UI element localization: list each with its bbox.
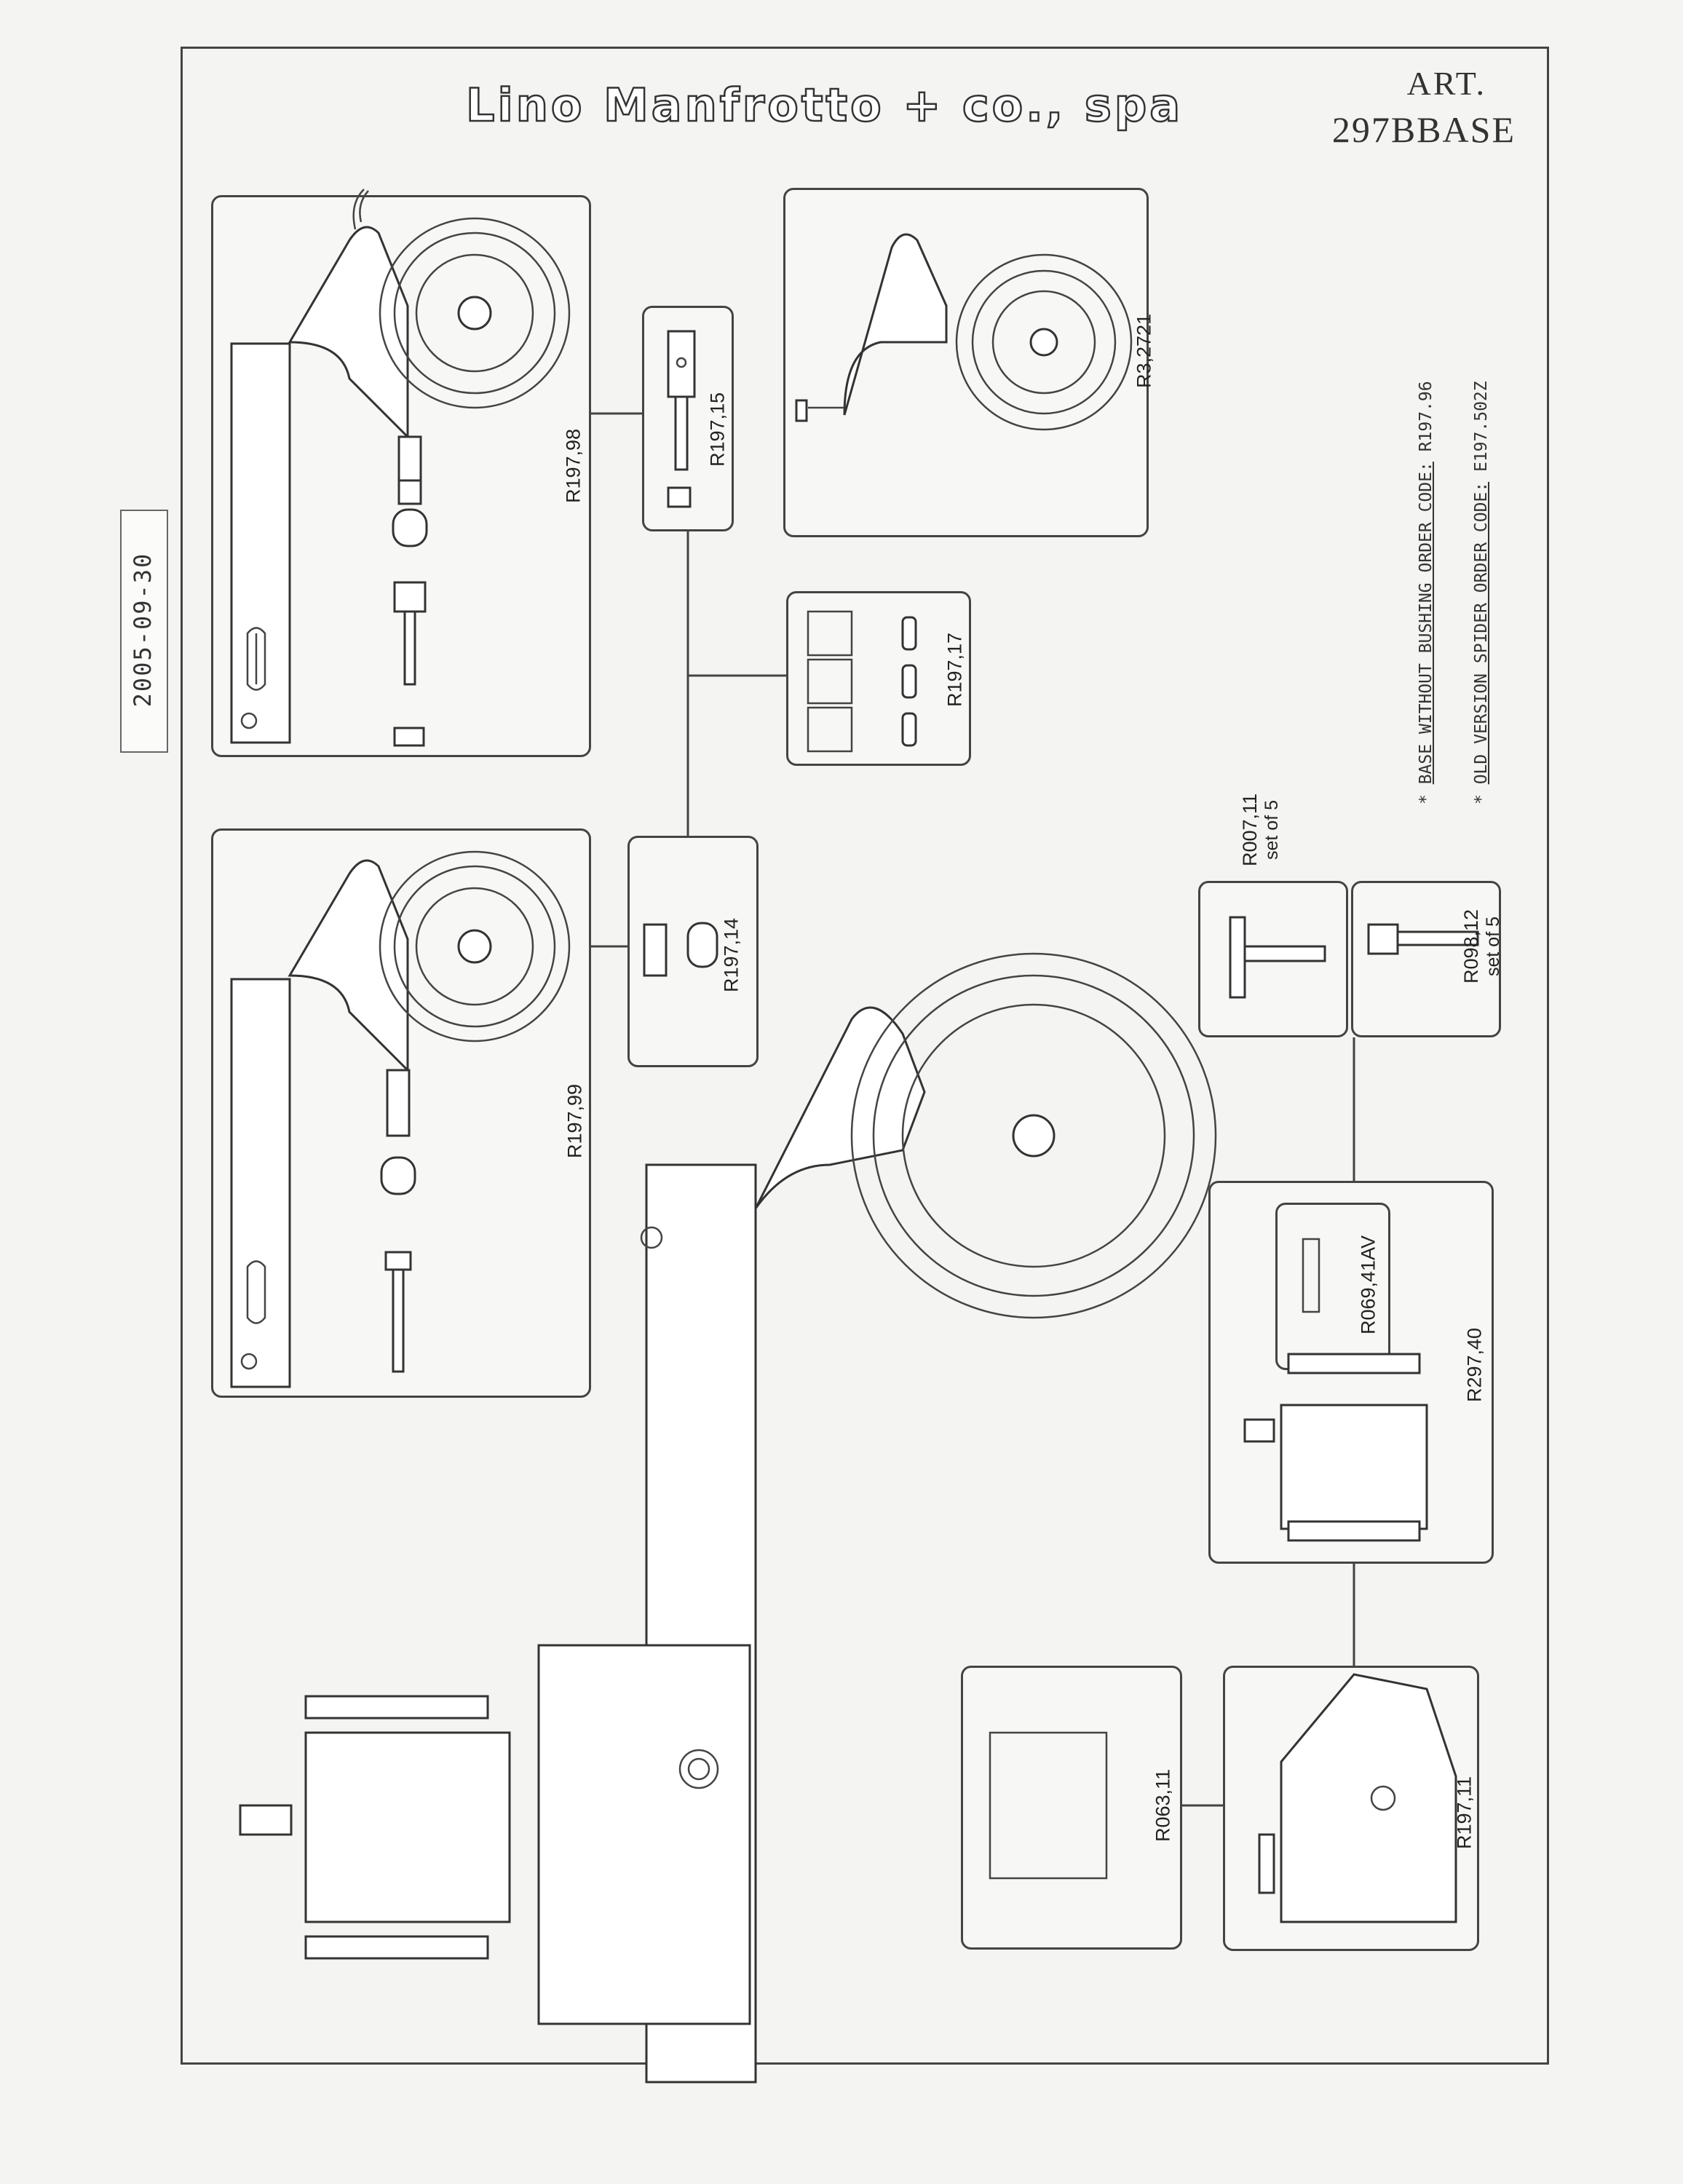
label-r3-2721: R3,2721: [1133, 313, 1155, 389]
date-stamp-box: [120, 510, 168, 753]
brand-title: Lino Manfrotto + co., spa: [465, 78, 1184, 133]
label-r197-98: R197,98: [562, 428, 585, 504]
label-r197-17: R197,17: [943, 632, 966, 708]
plate-illustration-r063-11: [989, 1731, 1108, 1880]
part-box-r098-12: [1351, 881, 1501, 1037]
label-r007-11: R007,11 set of 5: [1239, 794, 1283, 866]
label-r007-11-code: R007,11: [1239, 793, 1262, 867]
bolt-illustration-r197-15: [667, 330, 696, 508]
article-number: 297BBASE: [1331, 109, 1516, 150]
bracket-illustration-r197-11: [1258, 1673, 1457, 1923]
part-box-r069-41av: [1275, 1203, 1390, 1370]
part-box-r063-11: [961, 1666, 1182, 1950]
label-r197-99: R197,99: [563, 1083, 586, 1159]
label-r197-14: R197,14: [720, 917, 742, 993]
plate-illustration-r069-41av: [1302, 1238, 1320, 1313]
part-box-r3-2721: [783, 188, 1149, 537]
label-r063-11: R063,11: [1152, 1768, 1174, 1843]
spring-illustration-r197-14: [643, 922, 718, 977]
article-block: ART. 297BBASE: [1332, 64, 1516, 151]
caster-illustration-r3-2721: [795, 233, 1133, 431]
label-r297-40: R297,40: [1463, 1327, 1486, 1403]
label-r098-12-code: R098,12: [1460, 909, 1483, 984]
cap-illustration-r197-17: [807, 610, 917, 753]
label-r098-12: R098,12 set of 5: [1460, 909, 1504, 984]
spider-illustration-r297-40: [1243, 1353, 1428, 1542]
screw-illustration-r098-12: [1367, 923, 1479, 955]
screw-illustration-r007-11: [1229, 916, 1326, 999]
label-r069-41av: R069,41AV: [1357, 1235, 1379, 1335]
main-base-illustration: [239, 952, 1217, 2084]
label-r197-15: R197,15: [706, 392, 729, 467]
caster-illustration-r197-98: [230, 189, 571, 747]
article-label: ART.: [1406, 65, 1486, 102]
drawing-frame: [181, 47, 1549, 2065]
label-r098-12-sub: set of 5: [1483, 917, 1504, 976]
part-box-r197-17: [786, 591, 971, 766]
caster-illustration-r197-99: [230, 850, 571, 1388]
label-r197-11: R197,11: [1453, 1776, 1476, 1850]
label-r007-11-sub: set of 5: [1262, 800, 1283, 860]
